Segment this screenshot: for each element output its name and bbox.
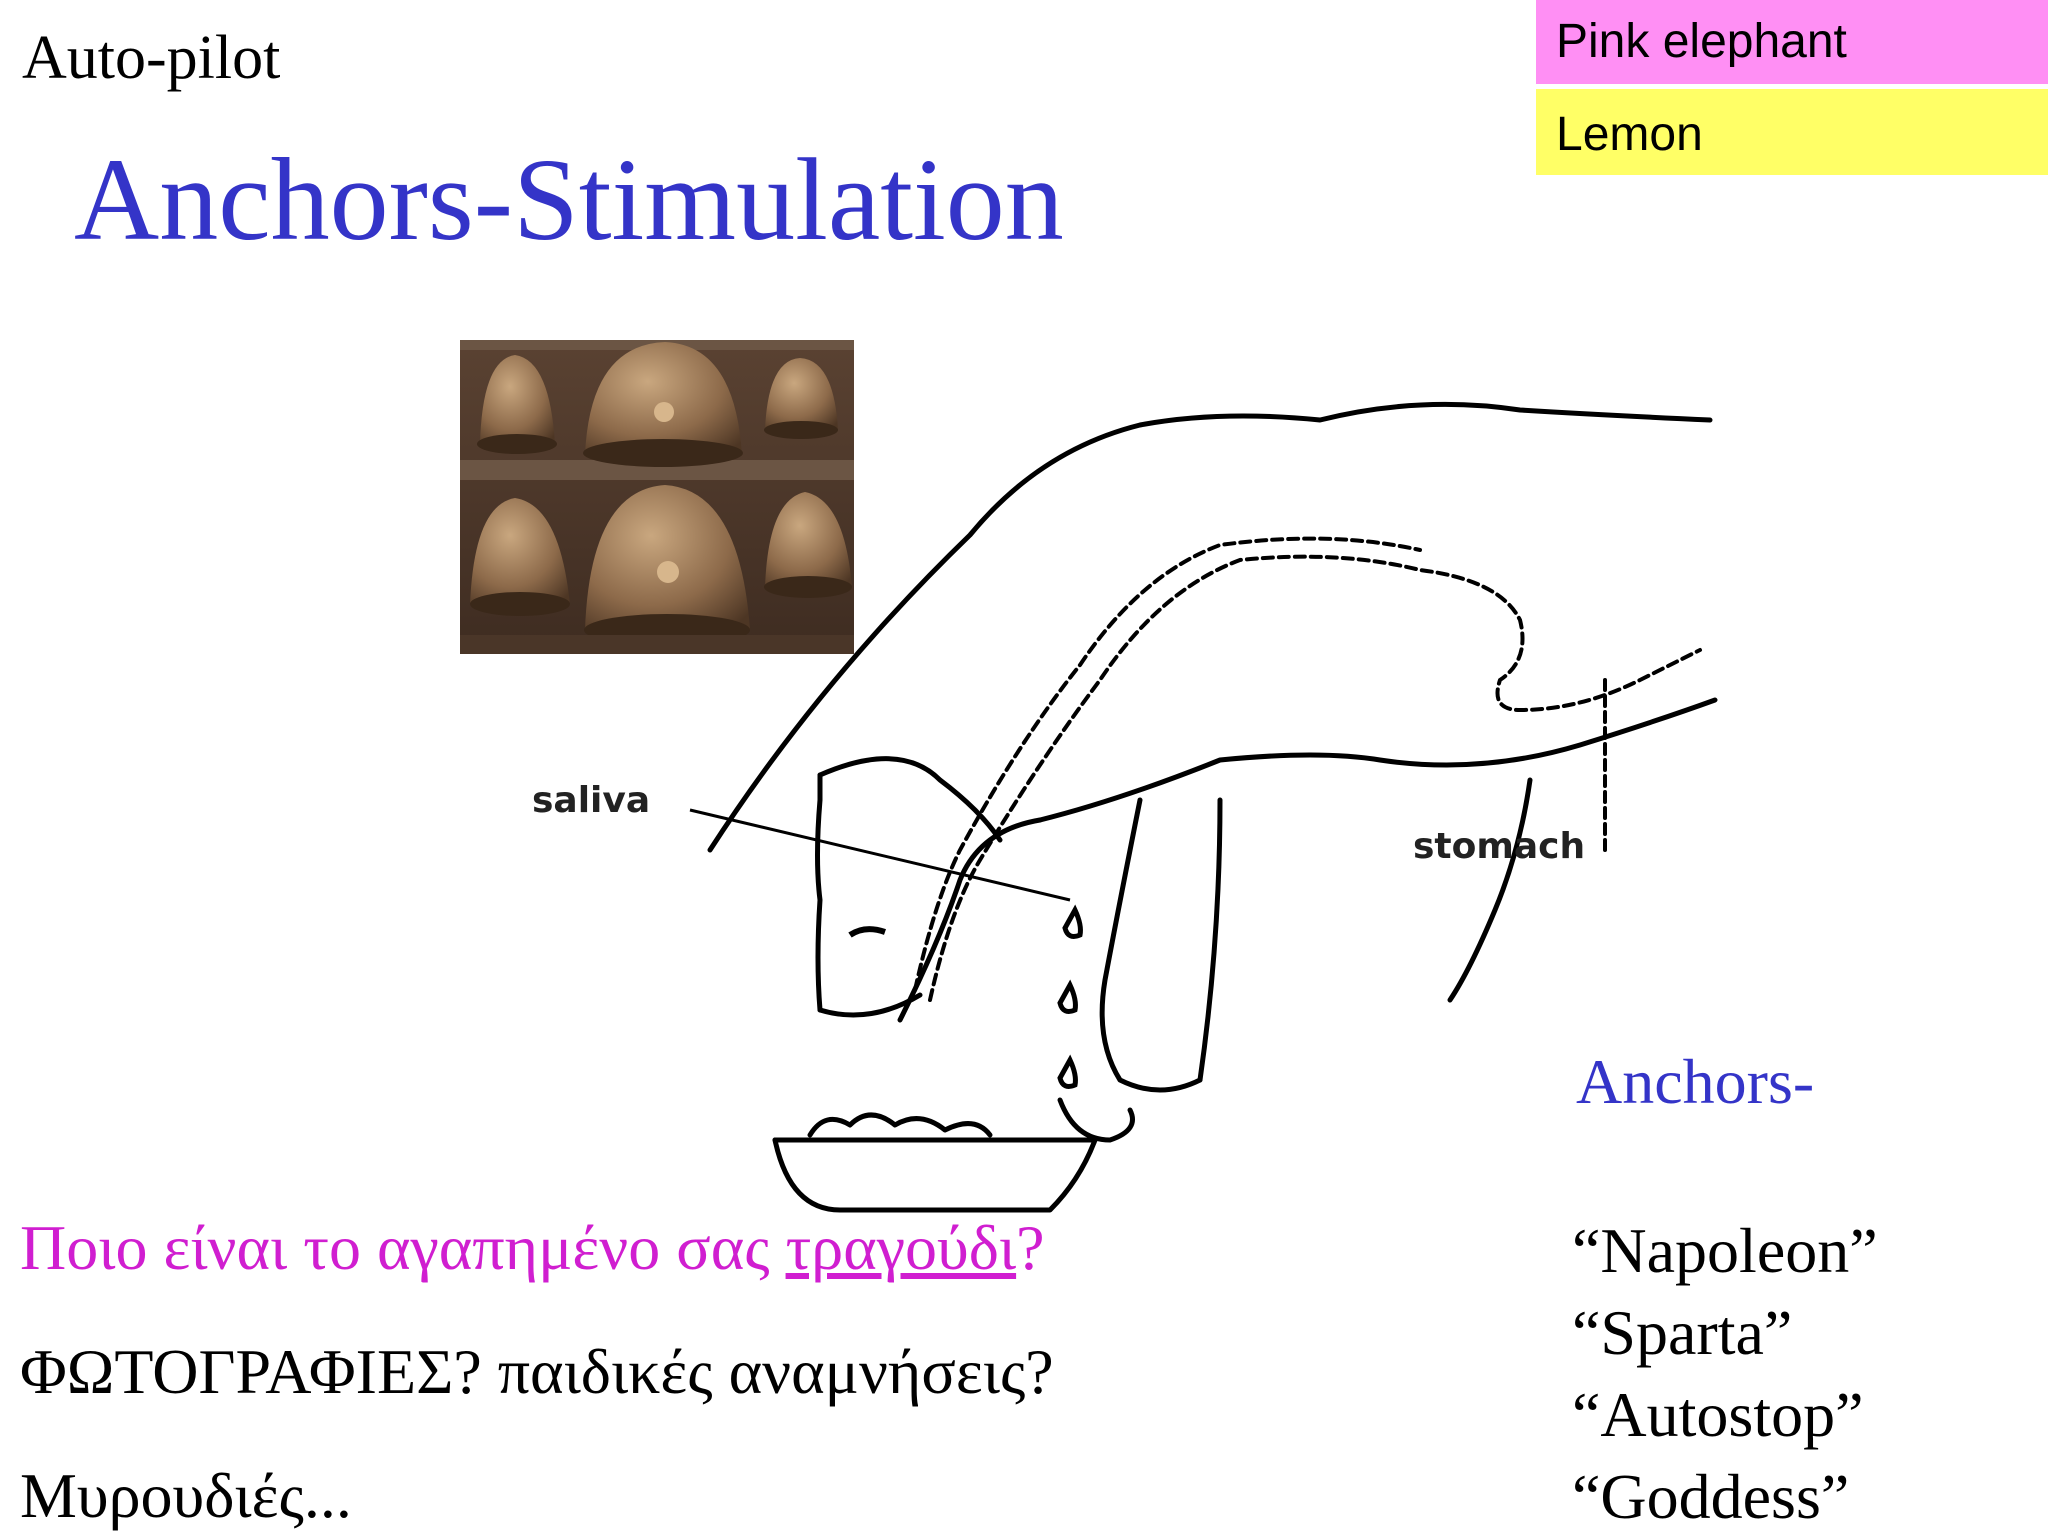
swatch-pink-elephant: Pink elephant bbox=[1536, 0, 2048, 84]
anchor-word-list: “Napoleon” “Sparta” “Autostop” “Goddess” bbox=[1572, 1210, 1878, 1536]
stomach-label: stomach bbox=[1413, 826, 1585, 867]
dog-salivation-diagram: saliva stomach bbox=[520, 380, 1740, 1220]
swatch-lemon: Lemon bbox=[1536, 89, 2048, 175]
church-bells-image bbox=[460, 340, 854, 654]
saliva-label: saliva bbox=[532, 780, 650, 821]
song-question-suffix: ? bbox=[1016, 1212, 1045, 1283]
slide-title: Anchors-Stimulation bbox=[74, 134, 1064, 265]
anchors-heading: Anchors- bbox=[1576, 1046, 1815, 1117]
anchor-word: “Sparta” bbox=[1572, 1297, 1793, 1368]
anchor-word: “Goddess” bbox=[1572, 1461, 1850, 1532]
photos-memories-line: ΦΩΤΟΓΡΑΦΙΕΣ? παιδικές αναμνήσεις? bbox=[20, 1336, 1054, 1407]
song-question-prefix: Ποιο είναι το αγαπημένο σας bbox=[20, 1212, 786, 1283]
slide-kicker: Auto-pilot bbox=[22, 24, 281, 92]
favorite-song-question: Ποιο είναι το αγαπημένο σας τραγούδι? bbox=[20, 1210, 1045, 1286]
song-link[interactable]: τραγούδι bbox=[785, 1212, 1017, 1283]
anchor-word: “Napoleon” bbox=[1572, 1215, 1878, 1286]
anchor-word: “Autostop” bbox=[1572, 1379, 1864, 1450]
smells-line: Μυρουδιές... bbox=[20, 1460, 352, 1531]
